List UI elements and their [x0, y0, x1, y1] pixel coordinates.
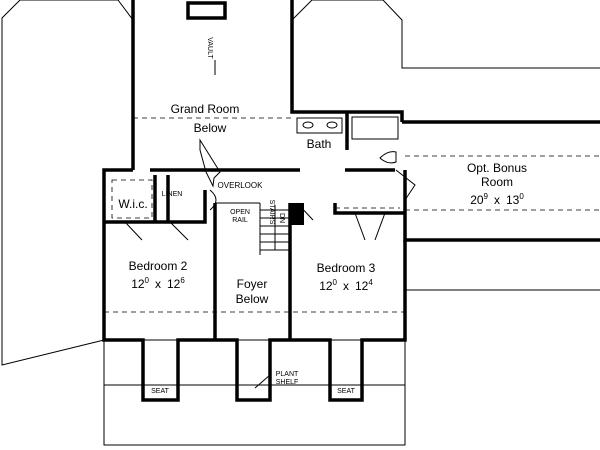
- grand-room: VAULT Grand Room Below: [131, 0, 404, 188]
- bonus-name: Opt. Bonus: [467, 161, 527, 175]
- grand-room-sub: Below: [194, 121, 227, 135]
- bath: Bath: [296, 112, 399, 164]
- bedroom2-name: Bedroom 2: [129, 259, 188, 273]
- overlook-arrow-icon: [199, 138, 221, 188]
- stairs-dn-label: DN: [278, 213, 285, 223]
- overlook-label: OVERLOOK: [218, 181, 264, 190]
- chimney-flue: [290, 203, 304, 225]
- plant-shelf-line2: SHELF: [276, 379, 299, 386]
- vault-label: VAULT: [206, 37, 213, 59]
- second-floor: W.i.c. LINEN OVERLOOK STAIRS DN OPEN RAI…: [102, 168, 416, 402]
- wic-name: W.i.c.: [118, 197, 147, 211]
- grand-room-name: Grand Room: [171, 102, 240, 116]
- linen-label: LINEN: [162, 191, 183, 198]
- stairs: STAIRS DN: [259, 200, 290, 255]
- bonus-name2: Room: [481, 175, 513, 189]
- bath-name: Bath: [307, 137, 332, 151]
- stairs-label: STAIRS: [268, 200, 275, 225]
- chimney: [186, 1, 227, 20]
- open-rail-line2: RAIL: [232, 217, 248, 224]
- bedroom3-name: Bedroom 3: [317, 261, 376, 275]
- plant-shelf-arrow-icon: [254, 374, 271, 389]
- foyer-sub: Below: [236, 292, 269, 306]
- foyer-name: Foyer: [237, 277, 268, 291]
- open-rail-line1: OPEN: [230, 209, 250, 216]
- seat-left-label: SEAT: [151, 388, 169, 395]
- plant-shelf-line1: PLANT: [276, 371, 299, 378]
- seat-right-label: SEAT: [337, 388, 355, 395]
